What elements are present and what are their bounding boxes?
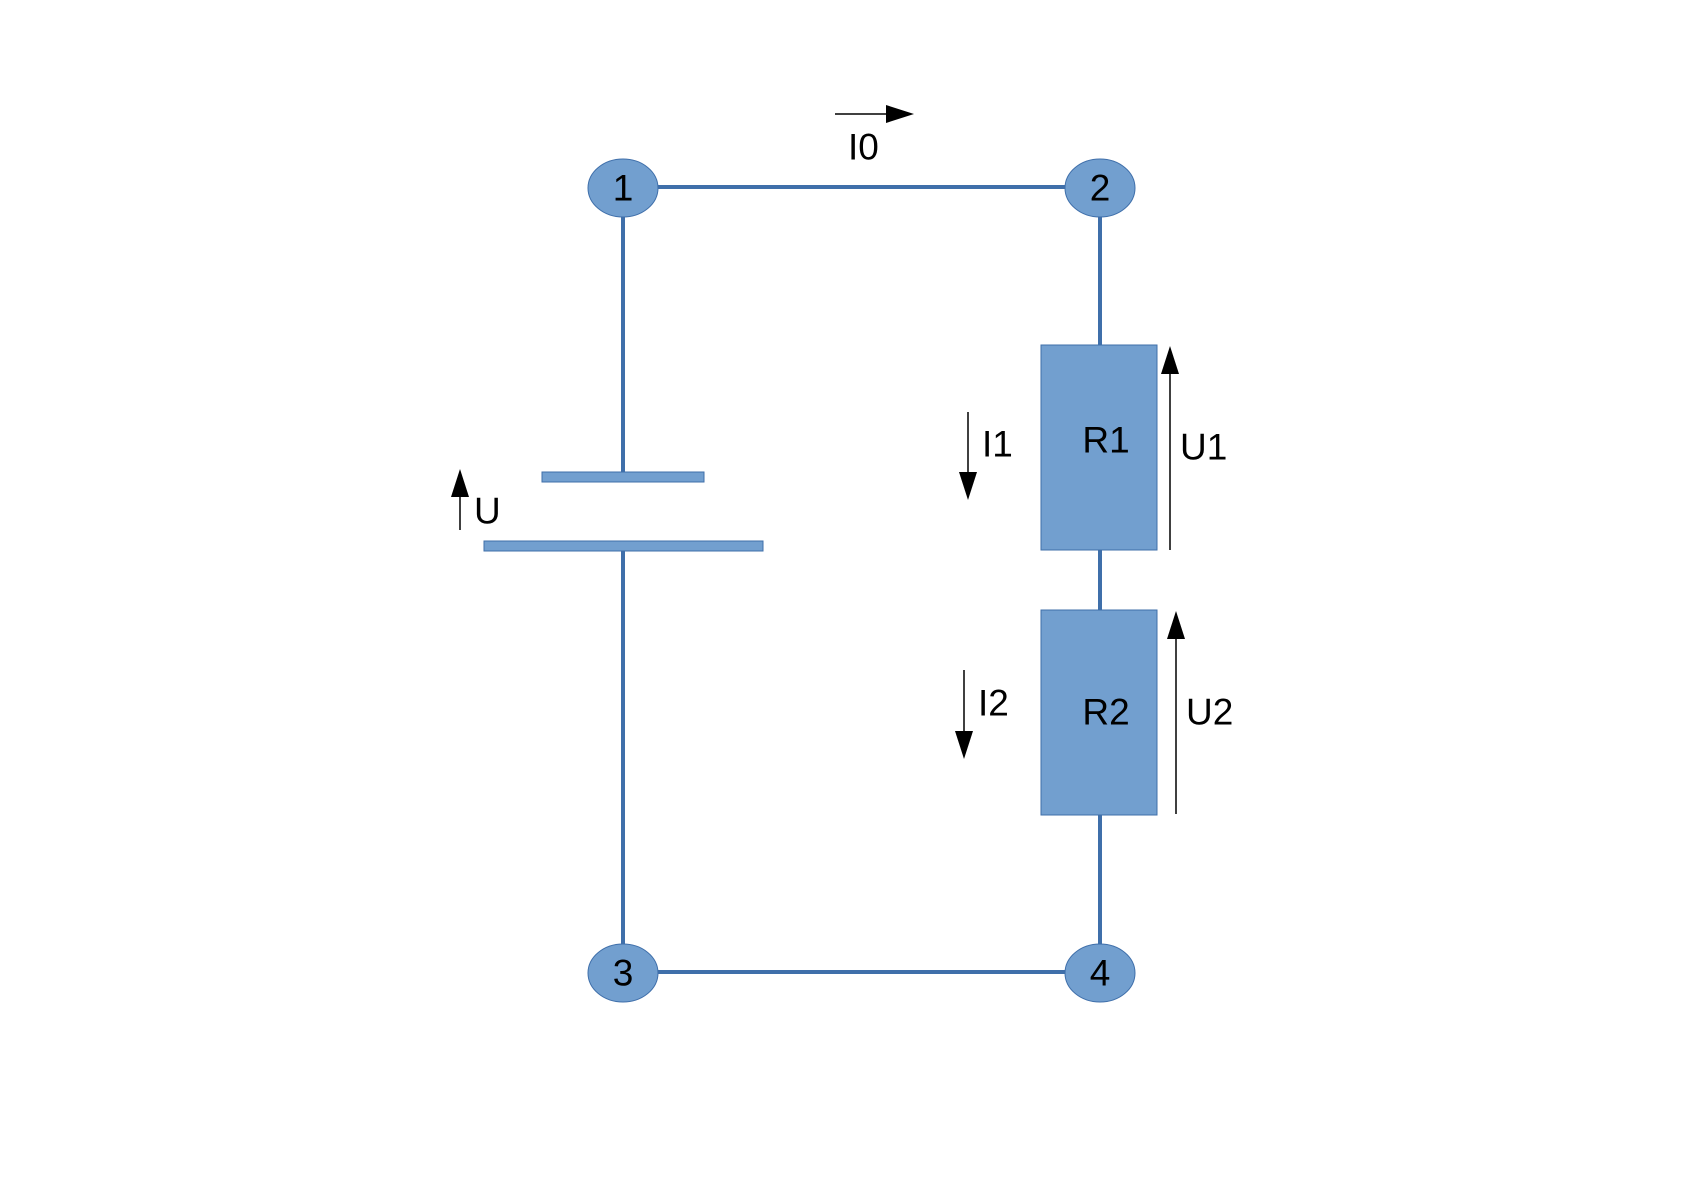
resistor-r1-label: R1 (1082, 420, 1129, 461)
battery (483, 471, 764, 552)
resistor-r1-body (1040, 344, 1158, 551)
arrow-i2-head (955, 731, 973, 759)
arrow-u2-head (1167, 611, 1185, 639)
battery-short-plate (541, 471, 705, 483)
arrow-i1-head (959, 472, 977, 500)
resistor-r1: R1 (1040, 344, 1158, 551)
label-i2: I2 (978, 683, 1009, 724)
battery-long-plate (483, 540, 764, 552)
label-u2: U2 (1186, 692, 1233, 733)
node-1: 1 (587, 158, 659, 218)
voltage-arrow-u: U (451, 469, 501, 532)
node-1-ellipse (587, 158, 659, 218)
node-2: 2 (1064, 158, 1136, 218)
wires (620, 185, 1102, 974)
voltage-arrow-u1: U1 (1161, 346, 1227, 550)
node-3: 3 (587, 943, 659, 1003)
resistor-r2-body (1040, 609, 1158, 816)
resistor-r2-label: R2 (1082, 692, 1129, 733)
node-3-ellipse (587, 943, 659, 1003)
arrow-u-head (451, 469, 469, 497)
label-u1: U1 (1180, 427, 1227, 468)
node-4-ellipse (1064, 943, 1136, 1003)
current-arrow-i2: I2 (955, 670, 1009, 759)
current-arrow-i0: I0 (835, 105, 914, 168)
node-2-ellipse (1064, 158, 1136, 218)
label-i0: I0 (848, 127, 879, 168)
label-u: U (474, 491, 501, 532)
label-i1: I1 (982, 424, 1013, 465)
resistor-r2: R2 (1040, 609, 1158, 816)
node-1-label: 1 (613, 168, 634, 209)
node-4: 4 (1064, 943, 1136, 1003)
arrow-i0-head (886, 105, 914, 123)
node-2-label: 2 (1090, 168, 1111, 209)
current-arrow-i1: I1 (959, 412, 1013, 500)
node-4-label: 4 (1090, 953, 1111, 994)
node-3-label: 3 (613, 953, 634, 994)
voltage-arrow-u2: U2 (1167, 611, 1233, 814)
arrow-u1-head (1161, 346, 1179, 374)
